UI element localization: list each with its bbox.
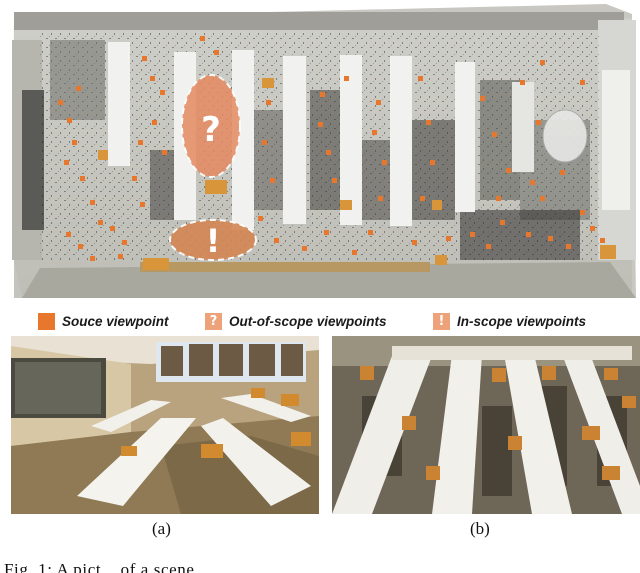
legend-source-label: Souce viewpoint: [62, 313, 169, 329]
desk-7: [455, 62, 475, 212]
desk-4: [283, 56, 306, 224]
exclaim-swatch-icon: !: [433, 312, 450, 330]
legend-out-of-scope-label: Out-of-scope viewpoints: [229, 313, 387, 329]
legend-out-of-scope: ? Out-of-scope viewpoints: [205, 311, 387, 331]
photo-b-desk-3: [504, 354, 572, 514]
photo-b-desk-2: [432, 354, 482, 514]
legend-in-scope: ! In-scope viewpoints: [433, 311, 586, 331]
photo-a-desk-2: [201, 418, 311, 506]
question-marker: ?: [201, 110, 221, 150]
photo-a-classroom: [11, 336, 319, 514]
out-of-scope-region: [181, 74, 241, 178]
figure-caption-text: Fig. 1: A pict... of a scene ...: [4, 560, 214, 573]
photo-b-desk-4: [562, 354, 640, 514]
in-scope-region: [169, 219, 257, 261]
exclaim-marker: !: [206, 222, 221, 260]
photo-b-desk-1: [332, 356, 432, 514]
caption-b: (b): [470, 519, 490, 538]
source-viewpoints: [58, 36, 605, 261]
photo-b-topdown: [332, 336, 640, 514]
source-swatch-icon: [38, 312, 55, 330]
question-swatch-icon: ?: [205, 312, 222, 330]
photo-a-desk-1: [77, 418, 196, 506]
caption-a: (a): [152, 519, 171, 538]
desk-3: [232, 50, 254, 230]
desk-1: [108, 42, 130, 166]
point-cloud-view: ? !: [12, 4, 636, 298]
legend-source: Souce viewpoint: [38, 311, 169, 331]
desk-6: [390, 56, 412, 226]
legend-in-scope-label: In-scope viewpoints: [457, 313, 587, 329]
desk-5: [340, 55, 362, 225]
